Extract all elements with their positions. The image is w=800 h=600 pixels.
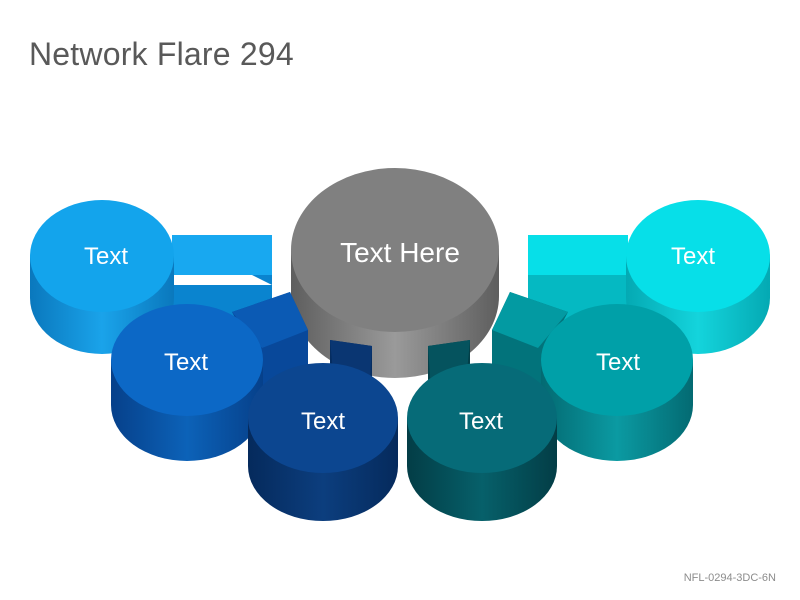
label-left-inner: Text xyxy=(301,408,345,435)
node-left-inner xyxy=(248,340,398,521)
cylinder-top-left-outer xyxy=(30,200,174,312)
connector-left-outer-top xyxy=(172,235,272,275)
cylinder-top-left-inner xyxy=(248,363,398,473)
cylinder-top-right-middle xyxy=(541,304,693,416)
cylinder-top-center xyxy=(291,168,499,332)
cylinder-top-right-outer xyxy=(626,200,770,312)
label-right-outer: Text xyxy=(671,243,715,270)
footer-code: NFL-0294-3DC-6N xyxy=(683,572,776,584)
page-title: Network Flare 294 xyxy=(29,36,294,72)
connector-right-middle-top xyxy=(492,292,568,348)
label-right-inner: Text xyxy=(459,408,503,435)
node-left-outer xyxy=(30,200,272,354)
label-right-middle: Text xyxy=(596,349,640,376)
label-center: Text Here xyxy=(340,237,460,268)
label-left-middle: Text xyxy=(164,349,208,376)
cylinder-top-right-inner xyxy=(407,363,557,473)
label-left-outer: Text xyxy=(84,243,128,270)
connector-right-outer-top xyxy=(528,235,628,275)
node-right-inner xyxy=(407,340,557,521)
cylinder-top-left-middle xyxy=(111,304,263,416)
